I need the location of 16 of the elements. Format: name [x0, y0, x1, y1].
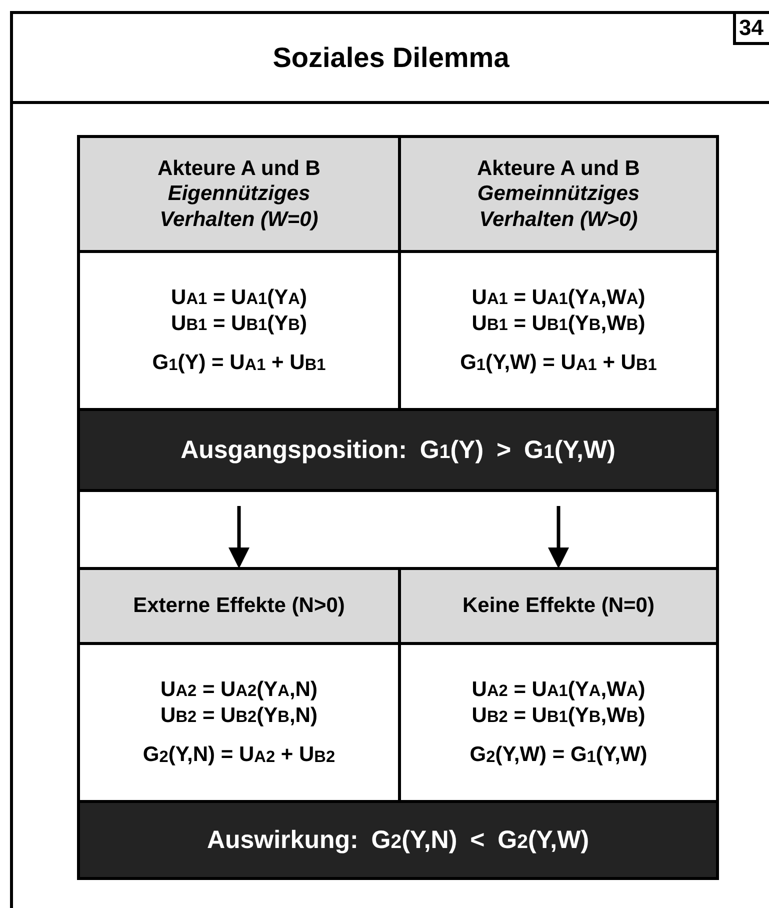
result-band [77, 408, 719, 492]
column-header [77, 135, 401, 253]
column-header [398, 135, 719, 253]
title: Soziales Dilemma [272, 42, 510, 74]
page-number: 34 [733, 11, 769, 45]
arrow [228, 506, 250, 568]
header-text: Externe Effekte (N>0) [132, 593, 346, 619]
result-band [77, 800, 719, 880]
arrow [548, 506, 569, 568]
header-text: Eigennütziges Verhalten (W=0) [158, 181, 320, 232]
column-header [77, 567, 401, 645]
column-header [398, 567, 719, 645]
header-text: Akteure A und B [476, 156, 641, 182]
header-text: Keine Effekte (N=0) [462, 593, 656, 619]
header-text: Gemeinnütziges Verhalten (W>0) [476, 181, 641, 232]
header-text: Akteure A und B [156, 156, 322, 182]
